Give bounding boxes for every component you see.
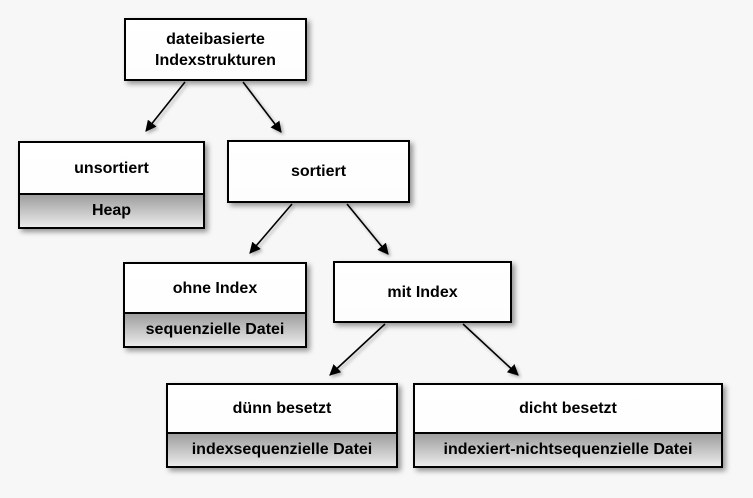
node-unsortiert: unsortiert Heap: [18, 141, 205, 229]
node-label: dünn besetzt: [232, 400, 332, 417]
edge-root-sortiert: [242, 81, 282, 133]
node-dateibasierte-indexstrukturen: dateibasierte Indexstrukturen: [124, 18, 307, 81]
node-label: dateibasierte Indexstrukturen: [155, 30, 276, 69]
node-dicht-besetzt: dicht besetzt indexiert-nichtsequenziell…: [413, 383, 723, 468]
node-label: dicht besetzt: [519, 400, 617, 417]
edge-sortiert-ohne-index: [249, 203, 293, 254]
node-sublabel: indexiert-nichtsequenzielle Datei: [415, 432, 721, 466]
node-ohne-index: ohne Index sequenzielle Datei: [123, 262, 307, 348]
node-label: unsortiert: [74, 159, 149, 177]
node-sortiert: sortiert: [227, 140, 410, 203]
node-label: sortiert: [290, 163, 347, 180]
node-sublabel: sequenzielle Datei: [125, 312, 305, 346]
node-label: ohne Index: [172, 279, 258, 297]
edge-mit-index-dicht: [462, 323, 519, 376]
node-duenn-besetzt: dünn besetzt indexsequenzielle Datei: [166, 383, 398, 468]
node-sublabel: Heap: [20, 193, 203, 227]
node-label: mit Index: [387, 283, 458, 301]
node-mit-index: mit Index: [333, 261, 512, 323]
edge-sortiert-mit-index: [346, 203, 389, 255]
node-sublabel: indexsequenzielle Datei: [168, 432, 396, 466]
edge-mit-index-duenn: [329, 323, 386, 376]
edge-root-unsortiert: [145, 81, 186, 132]
